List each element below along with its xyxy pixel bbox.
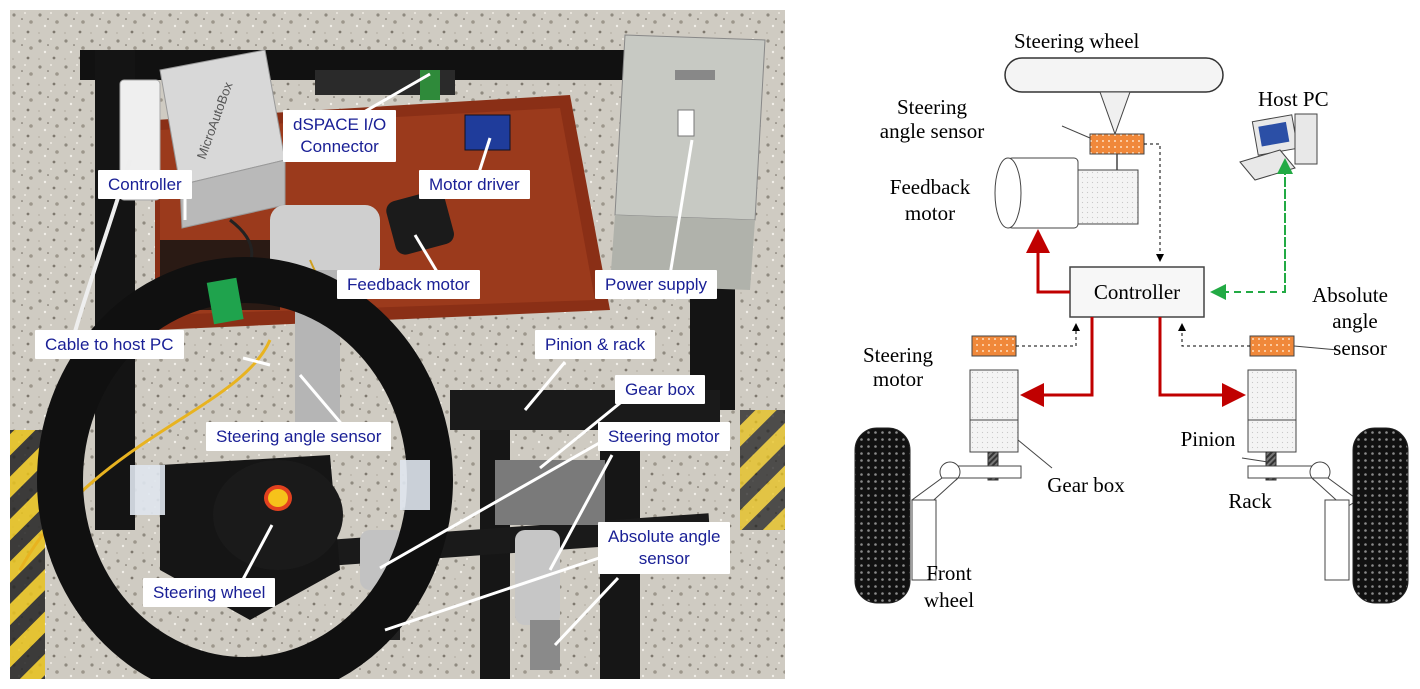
diagram-left-front-wheel [854,427,911,604]
diagram-label-front-wheel-1: Front [926,561,972,585]
leader-gear-box [1017,439,1053,469]
photo-label-steering-motor: Steering motor [598,422,730,451]
diagram-label-steering-angle-sensor-2: angle sensor [880,119,984,143]
testbench-photo: MicroAutoBox [0,10,785,689]
schematic-diagram: Steering wheel Host PC Steering angle se… [830,29,1420,684]
diagram-label-host-pc: Host PC [1258,87,1329,111]
photo-label-power-supply: Power supply [595,270,718,299]
comm-link-to-controller [1210,168,1286,300]
diagram-feedback-motor [994,157,1139,229]
photo-label-pinion-rack: Pinion & rack [535,330,656,359]
photo-leader-lines [183,72,694,647]
left-sensor-signal [1016,323,1080,347]
diagram-label-feedback-motor-2: motor [905,201,955,225]
microautobox-device: MicroAutoBox [159,49,286,229]
leader-steering-angle-sensor [1061,125,1091,139]
host-pc-icon [1239,113,1318,181]
diagram-right-steering-assembly [1247,335,1315,481]
diagram-label-front-wheel-2: wheel [924,588,974,612]
diagram-label-steering-motor-1: Steering [863,343,933,367]
photo-label-motor-driver: Motor driver [419,170,530,199]
diagram-controller [1069,266,1205,318]
diagram-label-steering-motor-2: motor [873,367,923,391]
photo-label-steering-angle-sensor: Steering angle sensor [206,422,392,451]
photo-label-feedback-motor: Feedback motor [337,270,480,299]
diagram-label-feedback-motor-1: Feedback [890,175,971,199]
photo-label-dspace-io-line2: Connector [300,137,379,156]
diagram-label-absolute-angle-sensor-1: Absolute [1312,283,1388,307]
diagram-label-absolute-angle-sensor-3: sensor [1333,336,1387,360]
diagram-label-steering-wheel: Steering wheel [1014,30,1140,53]
diagram-label-rack: Rack [1228,489,1272,513]
diagram-right-front-wheel [1352,427,1409,604]
power-to-right-steering-motor [1158,317,1246,407]
diagram-label-controller: Controller [1094,280,1180,304]
photo-label-dspace-io: dSPACE I/O Connector [283,110,397,162]
photo-label-steering-wheel: Steering wheel [143,578,276,607]
power-to-feedback-motor [1026,229,1070,294]
leader-pinion [1241,457,1269,463]
photo-label-absolute-angle-sensor-line1: Absolute angle [608,527,721,546]
right-sensor-signal [1178,323,1250,347]
angle-signal-line [1144,143,1164,262]
diagram-steering-wheel [1004,57,1224,93]
diagram-steering-angle-sensor [1089,133,1145,155]
diagram-label-steering-angle-sensor-1: Steering [897,95,967,119]
photo-label-dspace-io-line1: dSPACE I/O [293,115,387,134]
power-to-left-steering-motor [1020,317,1094,407]
photo-label-cable-to-host: Cable to host PC [35,330,184,359]
schematic-diagram-svg: Steering wheel Host PC Steering angle se… [854,29,1409,612]
diagram-label-absolute-angle-sensor-2: angle [1332,309,1377,333]
diagram-label-gear-box: Gear box [1047,473,1125,497]
diagram-left-steering-assembly [954,335,1022,481]
photo-label-gear-box: Gear box [615,375,705,404]
diagram-label-pinion: Pinion [1181,427,1236,451]
photo-label-absolute-angle-sensor: Absolute angle sensor [598,522,731,574]
leader-absolute-sensor [1293,345,1339,351]
photo-label-controller: Controller [98,170,192,199]
photo-label-absolute-angle-sensor-line2: sensor [638,549,690,568]
